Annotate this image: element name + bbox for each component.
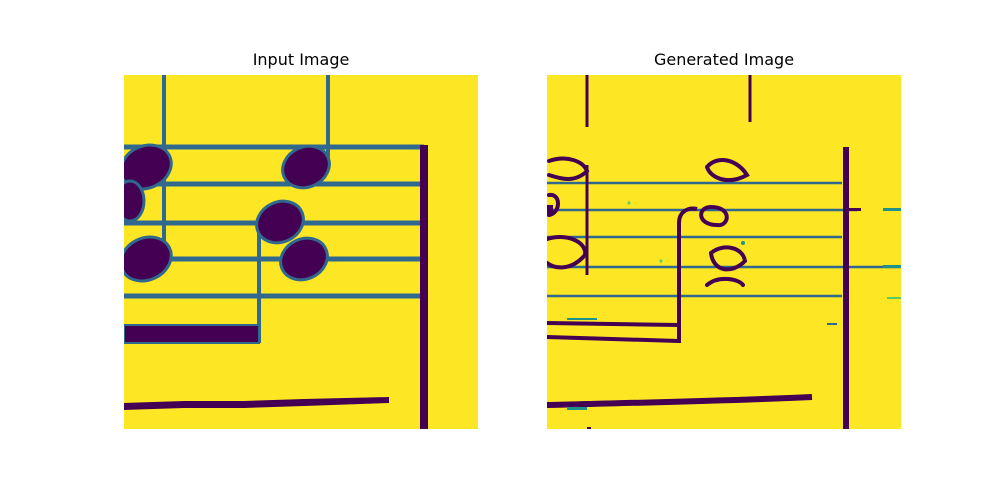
generated-image: [547, 75, 901, 429]
generated-noise: [547, 201, 901, 429]
input-barline: [420, 145, 428, 429]
input-lower-line: [124, 397, 389, 410]
generated-beams: [547, 321, 680, 343]
input-image-title: Input Image: [252, 50, 350, 69]
input-noteheads: [124, 143, 331, 283]
generated-barline: [843, 147, 849, 429]
input-image: [124, 75, 478, 429]
generated-image-title: Generated Image: [653, 50, 795, 69]
generated-background: [547, 75, 901, 429]
generated-connector: [677, 206, 698, 343]
generated-image-canvas: [547, 75, 901, 429]
input-beam: [124, 324, 260, 344]
input-image-canvas: [124, 75, 478, 429]
generated-stems: [585, 75, 752, 275]
generated-noteheads: [547, 156, 750, 287]
generated-lower-line: [547, 394, 813, 408]
